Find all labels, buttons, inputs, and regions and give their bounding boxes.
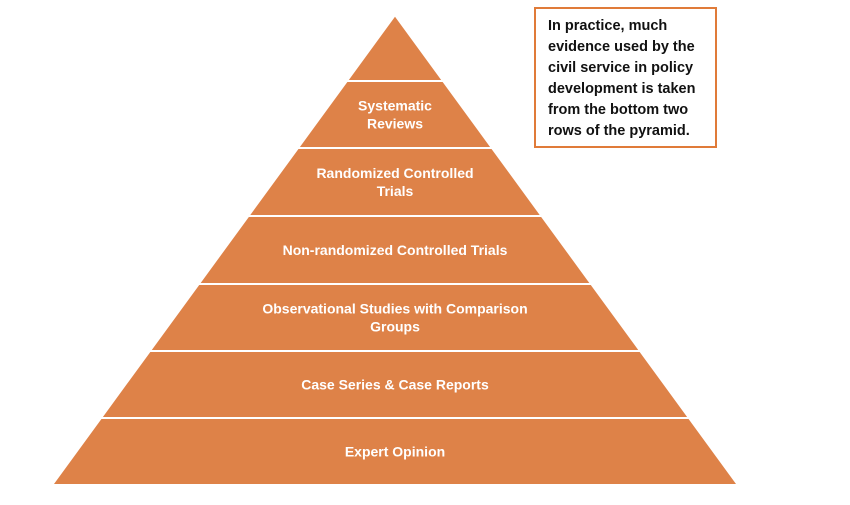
pyramid-tier-expert-opinion	[50, 417, 740, 486]
tier-label-systematic-reviews: Reviews	[367, 116, 423, 132]
tier-label-non-randomized-controlled-trials: Non-randomized Controlled Trials	[283, 242, 508, 258]
tier-label-randomized-controlled-trials: Randomized Controlled	[316, 165, 473, 181]
tier-label-case-series-case-reports: Case Series & Case Reports	[301, 377, 489, 393]
tier-label-expert-opinion: Expert Opinion	[345, 444, 445, 460]
pyramid-tier-apex	[344, 13, 446, 82]
practice-note-box: In practice, much evidence used by the c…	[534, 7, 717, 148]
pyramid-tier-systematic-reviews	[295, 80, 495, 149]
tier-label-randomized-controlled-trials: Trials	[377, 183, 414, 199]
pyramid-tier-randomized-controlled-trials	[246, 147, 544, 217]
tier-label-observational-studies: Groups	[370, 319, 420, 335]
pyramid-tier-observational-studies	[147, 283, 643, 352]
practice-note-text: In practice, much evidence used by the c…	[548, 18, 696, 139]
tier-label-systematic-reviews: Systematic	[358, 98, 432, 114]
tier-label-observational-studies: Observational Studies with Comparison	[262, 301, 527, 317]
